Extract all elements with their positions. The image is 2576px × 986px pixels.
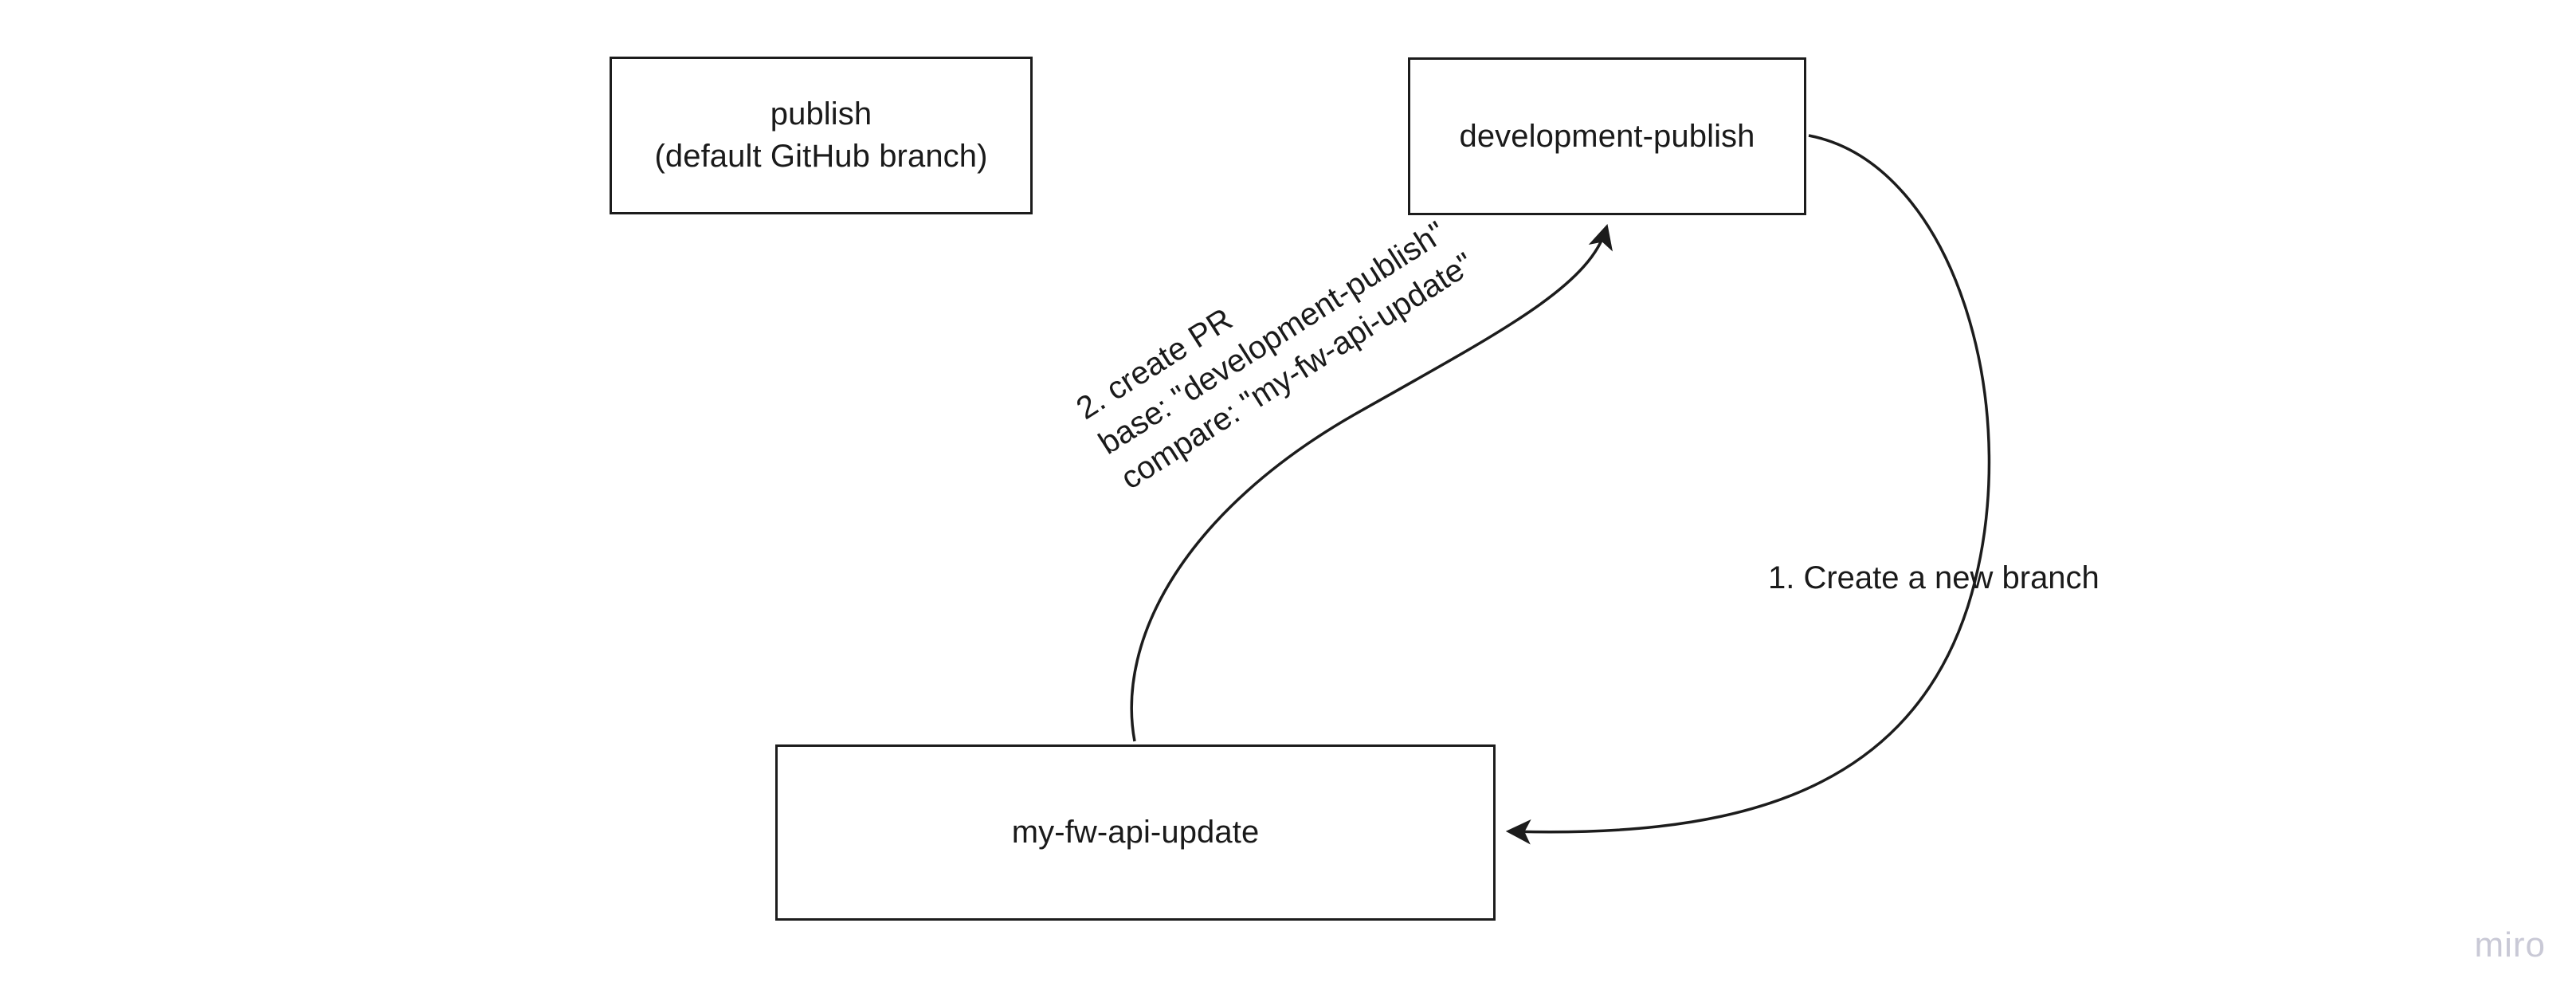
- node-publish-label: publish (default GitHub branch): [654, 96, 988, 174]
- node-publish[interactable]: publish (default GitHub branch): [610, 57, 1033, 214]
- miro-watermark-logo: miro: [2474, 925, 2546, 964]
- edge-label-create-branch: 1. Create a new branch: [1768, 560, 2100, 595]
- node-development-publish-label: development-publish: [1459, 118, 1755, 154]
- edge-create-branch[interactable]: [1505, 134, 1991, 845]
- node-my-fw-api-update[interactable]: my-fw-api-update: [775, 744, 1496, 921]
- node-my-fw-api-update-label: my-fw-api-update: [1011, 815, 1260, 850]
- edge-create-pr[interactable]: [1130, 223, 1613, 742]
- node-development-publish[interactable]: development-publish: [1408, 57, 1806, 215]
